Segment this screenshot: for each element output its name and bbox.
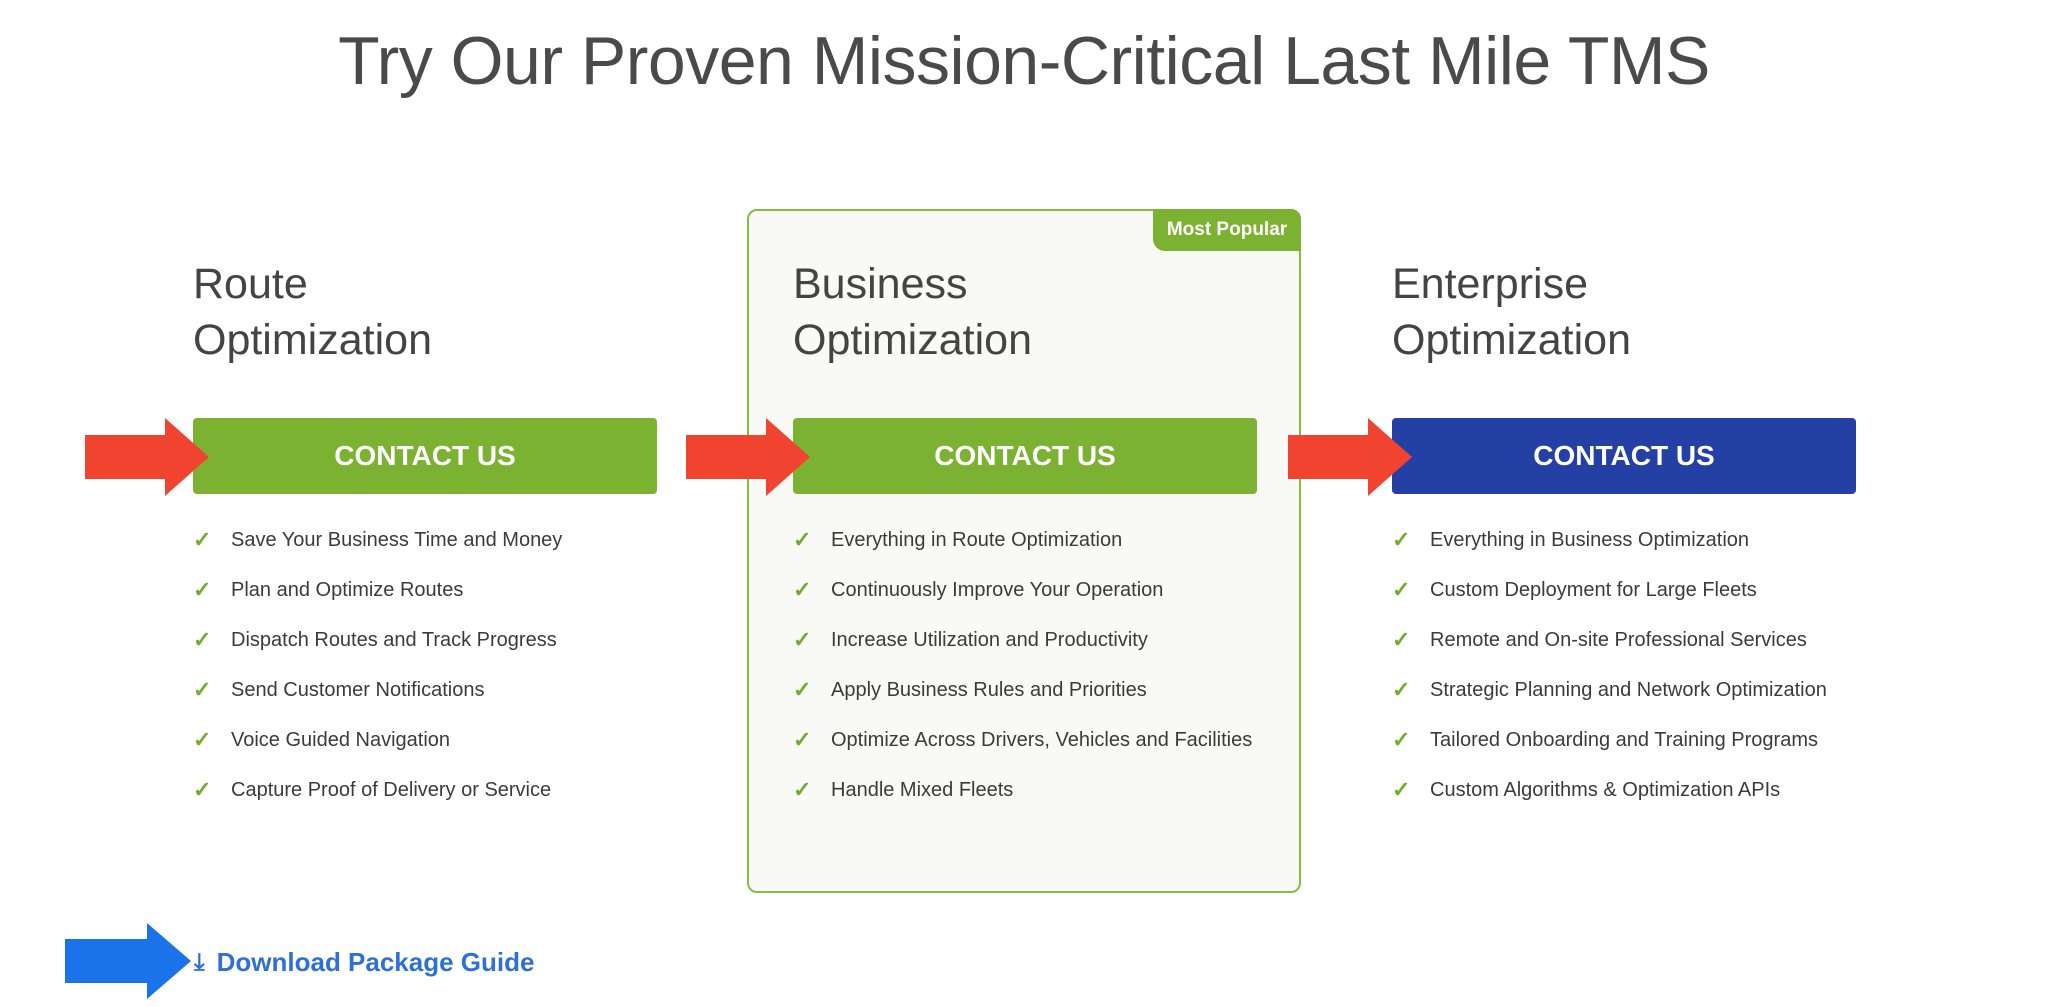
check-icon: ✓ xyxy=(1392,777,1411,802)
feature-item: ✓ Plan and Optimize Routes xyxy=(193,577,663,627)
contact-us-button[interactable]: CONTACT US xyxy=(793,418,1257,494)
feature-text: Apply Business Rules and Priorities xyxy=(831,679,1147,701)
plan-title-line1: Route xyxy=(193,260,308,308)
feature-text: Remote and On-site Professional Services xyxy=(1430,629,1807,651)
most-popular-badge: Most Popular xyxy=(1153,209,1301,251)
feature-text: Continuously Improve Your Operation xyxy=(831,579,1164,601)
feature-item: ✓ Apply Business Rules and Priorities xyxy=(793,677,1263,727)
plan-title-line2: Optimization xyxy=(793,316,1032,364)
red-arrow-icon xyxy=(686,418,810,496)
feature-item: ✓ Send Customer Notifications xyxy=(193,677,663,727)
check-icon: ✓ xyxy=(793,577,812,602)
feature-list: ✓ Everything in Route Optimization ✓ Contin… xyxy=(793,527,1263,827)
check-icon: ✓ xyxy=(193,577,212,602)
download-label: Download Package Guide xyxy=(216,947,535,977)
check-icon: ✓ xyxy=(793,727,812,752)
feature-text: Capture Proof of Delivery or Service xyxy=(231,779,552,801)
check-icon: ✓ xyxy=(793,527,812,552)
feature-text: Send Customer Notifications xyxy=(231,679,485,701)
download-icon: ⤓ xyxy=(194,948,205,976)
check-icon: ✓ xyxy=(793,777,812,802)
red-arrow-icon xyxy=(85,418,209,496)
plan-title-line1: Business xyxy=(793,260,968,308)
feature-item: ✓ Custom Deployment for Large Fleets xyxy=(1392,577,1862,627)
feature-text: Everything in Route Optimization xyxy=(831,529,1123,551)
feature-text: Dispatch Routes and Track Progress xyxy=(231,629,557,651)
feature-text: Save Your Business Time and Money xyxy=(231,529,563,551)
feature-item: ✓ Strategic Planning and Network Optimiza… xyxy=(1392,677,1862,727)
check-icon: ✓ xyxy=(193,627,212,652)
check-icon: ✓ xyxy=(193,727,212,752)
feature-item: ✓ Capture Proof of Delivery or Service xyxy=(193,777,663,827)
check-icon: ✓ xyxy=(793,677,812,702)
feature-item: ✓ Custom Algorithms & Optimization APIs xyxy=(1392,777,1862,827)
feature-item: ✓ Dispatch Routes and Track Progress xyxy=(193,627,663,677)
check-icon: ✓ xyxy=(193,677,212,702)
feature-item: ✓ Continuously Improve Your Operation xyxy=(793,577,1263,627)
feature-item: ✓ Voice Guided Navigation xyxy=(193,727,663,777)
most-popular-card xyxy=(747,209,1301,893)
download-package-guide-link[interactable]: ⤓ Download Package Guide xyxy=(194,947,534,978)
check-icon: ✓ xyxy=(1392,627,1411,652)
check-icon: ✓ xyxy=(1392,727,1411,752)
feature-item: ✓ Save Your Business Time and Money xyxy=(193,527,663,577)
feature-item: ✓ Increase Utilization and Productivity xyxy=(793,627,1263,677)
feature-list: ✓ Everything in Business Optimization ✓ Cus… xyxy=(1392,527,1862,827)
blue-arrow-icon xyxy=(65,923,191,999)
feature-list: ✓ Save Your Business Time and Money ✓ Plan … xyxy=(193,527,663,827)
feature-text: Everything in Business Optimization xyxy=(1430,529,1750,551)
feature-item: ✓ Everything in Route Optimization xyxy=(793,527,1263,577)
feature-item: ✓ Everything in Business Optimization xyxy=(1392,527,1862,577)
feature-text: Strategic Planning and Network Optimizat… xyxy=(1430,679,1827,701)
check-icon: ✓ xyxy=(1392,577,1411,602)
feature-item: ✓ Optimize Across Drivers, Vehicles and F… xyxy=(793,727,1263,777)
plan-title-line2: Optimization xyxy=(193,316,432,364)
feature-item: ✓ Remote and On-site Professional Service… xyxy=(1392,627,1862,677)
check-icon: ✓ xyxy=(1392,677,1411,702)
feature-text: Tailored Onboarding and Training Program… xyxy=(1430,729,1818,751)
contact-us-button[interactable]: CONTACT US xyxy=(193,418,657,494)
page-title: Try Our Proven Mission-Critical Last Mil… xyxy=(338,23,1710,99)
check-icon: ✓ xyxy=(1392,527,1411,552)
feature-text: Plan and Optimize Routes xyxy=(231,579,464,601)
feature-text: Custom Algorithms & Optimization APIs xyxy=(1430,779,1781,801)
feature-text: Handle Mixed Fleets xyxy=(831,779,1014,801)
plan-title-line2: Optimization xyxy=(1392,316,1631,364)
contact-us-button[interactable]: CONTACT US xyxy=(1392,418,1856,494)
plan-title-line1: Enterprise xyxy=(1392,260,1588,308)
feature-text: Voice Guided Navigation xyxy=(231,729,451,751)
check-icon: ✓ xyxy=(793,627,812,652)
red-arrow-icon xyxy=(1288,418,1412,496)
feature-item: ✓ Tailored Onboarding and Training Progra… xyxy=(1392,727,1862,777)
feature-item: ✓ Handle Mixed Fleets xyxy=(793,777,1263,827)
check-icon: ✓ xyxy=(193,527,212,552)
check-icon: ✓ xyxy=(193,777,212,802)
feature-text: Optimize Across Drivers, Vehicles and Fa… xyxy=(831,729,1253,751)
feature-text: Custom Deployment for Large Fleets xyxy=(1430,579,1757,601)
feature-text: Increase Utilization and Productivity xyxy=(831,629,1148,651)
